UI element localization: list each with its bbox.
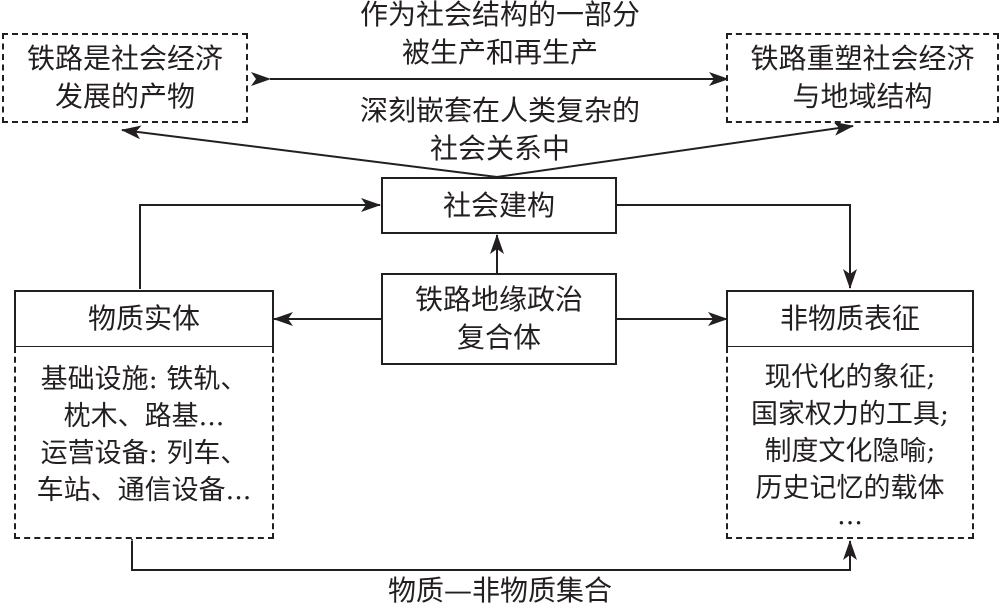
immaterial-detail-4: 历史记忆的载体 xyxy=(755,473,945,504)
top-left-box: 铁路是社会经济 发展的产物 xyxy=(2,33,248,123)
annotation-embedded-relations: 深刻嵌套在人类复杂的 社会关系中 xyxy=(300,92,700,168)
social-construction-box: 社会建构 xyxy=(381,177,617,234)
arrow-social-to-immaterial xyxy=(615,204,857,289)
annotation-lower-line-2: 社会关系中 xyxy=(429,132,570,165)
annotation-upper-line-2: 被生产和再生产 xyxy=(401,36,598,69)
arrow-social-to-top-left xyxy=(121,125,498,178)
material-entity-details: 基础设施: 铁轨、 枕木、路基... 运营设备: 列车、 车站、通信设备... xyxy=(14,347,274,539)
material-entity-label: 物质实体 xyxy=(87,302,200,335)
top-right-box: 铁路重塑社会经济 与地域结构 xyxy=(726,33,999,123)
material-detail-3: 运营设备: 列车、 xyxy=(40,438,248,469)
material-detail-4: 车站、通信设备... xyxy=(36,475,252,506)
top-right-line-1: 铁路重塑社会经济 xyxy=(750,42,975,75)
center-line-2: 复合体 xyxy=(456,321,541,354)
arrow-bottom-collection xyxy=(125,522,857,571)
top-left-line-2: 发展的产物 xyxy=(54,80,195,113)
immaterial-detail-5: ... xyxy=(837,500,863,531)
material-detail-1: 基础设施: 铁轨、 xyxy=(40,364,248,395)
arrow-social-to-top-right xyxy=(496,121,854,178)
railway-geopolitical-complex-box: 铁路地缘政治 复合体 xyxy=(381,273,617,365)
immaterial-representation-box: 非物质表征 xyxy=(726,290,974,348)
top-right-line-2: 与地域结构 xyxy=(792,80,933,113)
annotation-lower-line-1: 深刻嵌套在人类复杂的 xyxy=(359,94,640,127)
material-detail-2: 枕木、路基... xyxy=(63,401,225,432)
immaterial-detail-1: 现代化的象征; xyxy=(764,362,936,393)
top-left-line-1: 铁路是社会经济 xyxy=(26,42,223,75)
material-immaterial-collection-label: 物质—非物质集合 xyxy=(387,574,612,607)
immaterial-detail-2: 国家权力的工具; xyxy=(750,399,950,430)
material-entity-box: 物质实体 xyxy=(14,290,274,348)
arrow-material-to-social xyxy=(139,198,381,289)
immaterial-representation-label: 非物质表征 xyxy=(779,302,920,335)
annotation-produced-reproduced: 作为社会结构的一部分 被生产和再生产 xyxy=(300,0,700,72)
immaterial-representation-details: 现代化的象征; 国家权力的工具; 制度文化隐喻; 历史记忆的载体 ... xyxy=(726,347,974,539)
immaterial-detail-3: 制度文化隐喻; xyxy=(764,436,936,467)
center-line-1: 铁路地缘政治 xyxy=(414,283,583,316)
social-construction-label: 社会建构 xyxy=(442,188,555,222)
annotation-upper-line-1: 作为社会结构的一部分 xyxy=(359,0,640,31)
